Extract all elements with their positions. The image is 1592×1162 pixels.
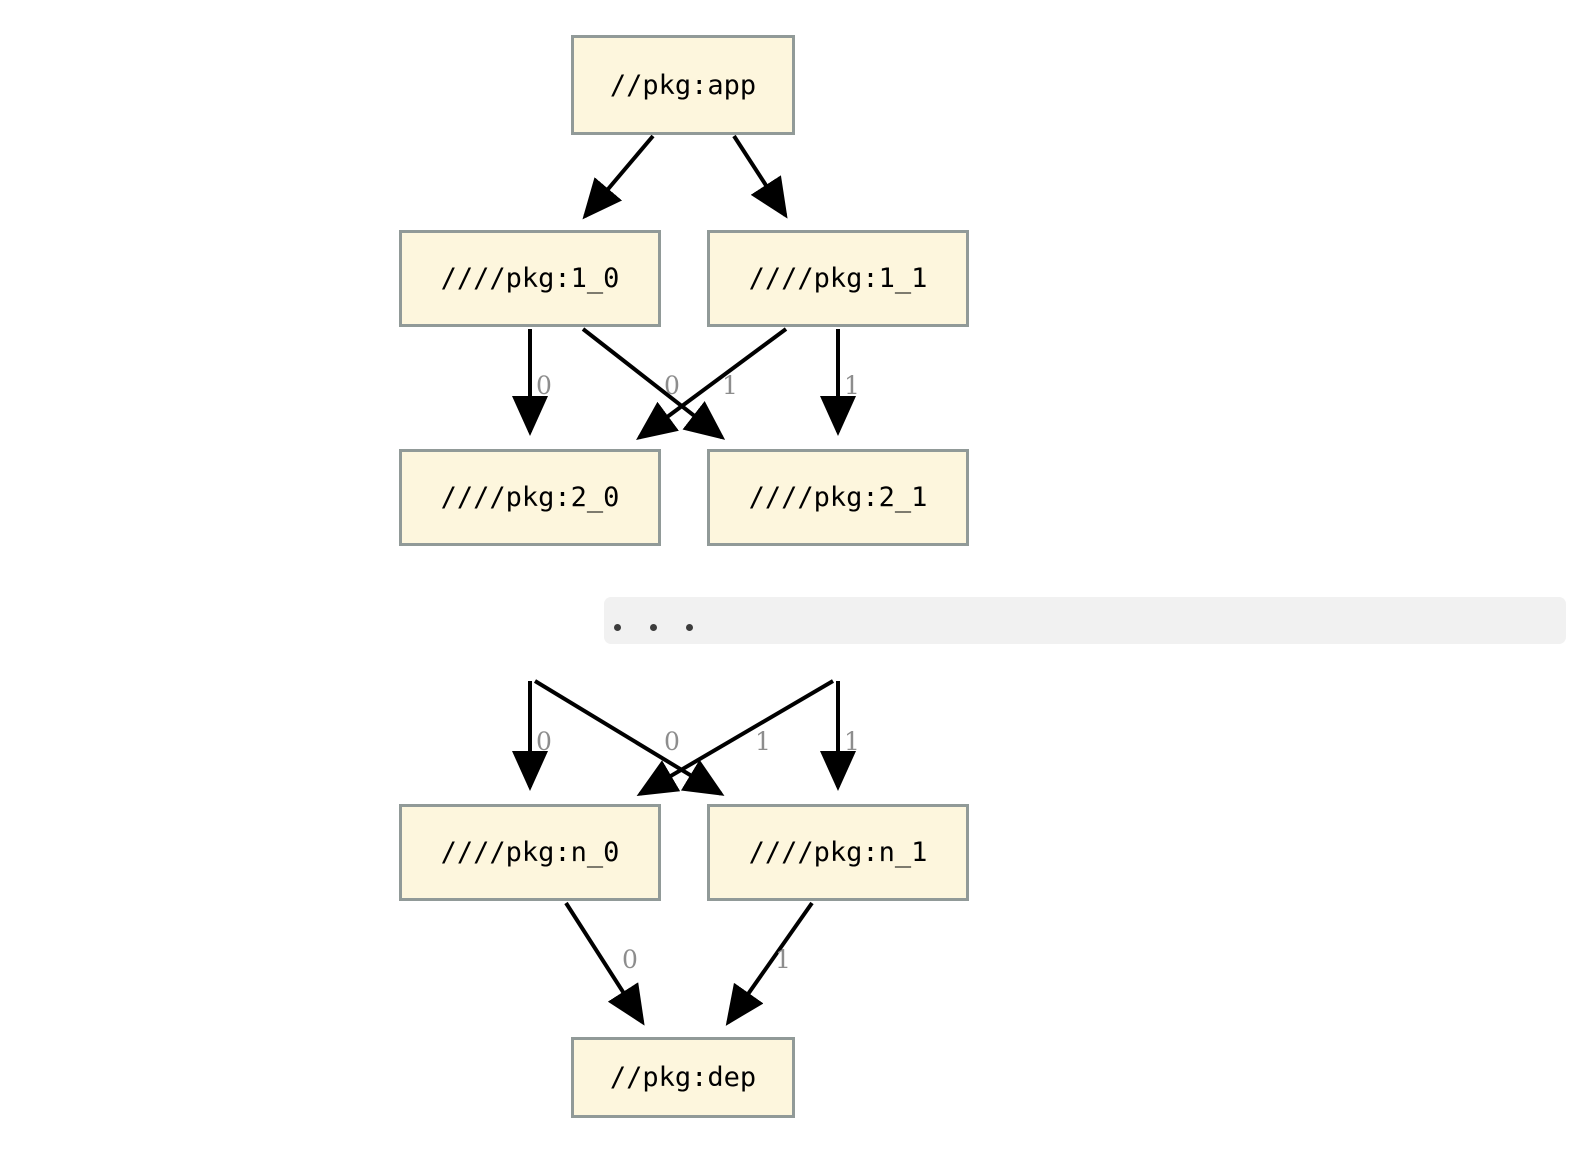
graph-edge-dangling-to-ln_1 (533, 679, 725, 796)
graph-node-label: ////pkg:n_1 (748, 837, 928, 868)
edge-label: 1 (775, 945, 791, 974)
graph-edge-app-to-l1_0 (582, 134, 655, 220)
graph-edge-l1_1-to-l2_0 (636, 327, 788, 441)
edge-label: 1 (844, 371, 860, 400)
ellipsis-dot (650, 624, 657, 631)
graph-node-ln_1[interactable]: ////pkg:n_1 (707, 804, 969, 901)
graph-node-label: ////pkg:n_0 (440, 837, 620, 868)
graph-edge-ln_0-to-dep (564, 901, 645, 1026)
edge-label: 0 (536, 727, 552, 756)
edge-lines (512, 134, 856, 1026)
graph-node-label: //pkg:app (609, 69, 757, 101)
graph-node-app[interactable]: //pkg:app (571, 35, 795, 135)
edge-label: 1 (844, 727, 860, 756)
graph-node-label: ////pkg:1_1 (748, 263, 928, 294)
graph-node-label: ////pkg:1_0 (440, 263, 620, 294)
graph-node-label: //pkg:dep (609, 1062, 757, 1093)
edge-label: 1 (722, 371, 738, 400)
graph-node-label: ////pkg:2_1 (748, 482, 928, 513)
graph-edge-app-to-l1_1 (732, 134, 788, 219)
ellipsis-dot (614, 624, 621, 631)
graph-node-ln_0[interactable]: ////pkg:n_0 (399, 804, 661, 901)
edge-label: 1 (755, 727, 771, 756)
edge-label: 0 (664, 727, 680, 756)
graph-node-l1_1[interactable]: ////pkg:1_1 (707, 230, 969, 327)
graph-node-dep[interactable]: //pkg:dep (571, 1037, 795, 1118)
edge-label: 0 (622, 945, 638, 974)
graph-node-label: ////pkg:2_0 (440, 482, 620, 513)
graph-edge-l1_0-to-l2_1 (581, 327, 726, 440)
edge-label: 0 (664, 371, 680, 400)
graph-edge-dangling-to-ln_0 (636, 679, 835, 796)
ellipsis-separator-band (604, 597, 1566, 644)
graph-edge-ln_1-to-dep (725, 901, 814, 1026)
graph-node-l1_0[interactable]: ////pkg:1_0 (399, 230, 661, 327)
ellipsis-dot (686, 624, 693, 631)
edge-label: 0 (536, 371, 552, 400)
graph-node-l2_0[interactable]: ////pkg:2_0 (399, 449, 661, 546)
graph-node-l2_1[interactable]: ////pkg:2_1 (707, 449, 969, 546)
